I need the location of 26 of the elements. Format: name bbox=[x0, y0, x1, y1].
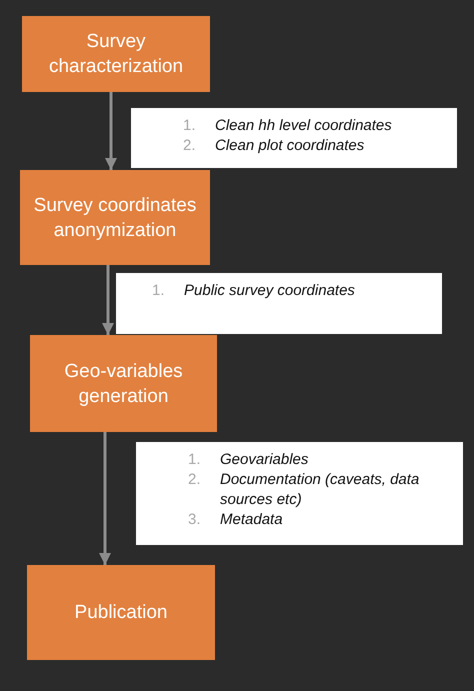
note-box bbox=[116, 273, 442, 334]
process-box bbox=[22, 16, 210, 92]
box-label: Geo-variables generation bbox=[63, 360, 184, 408]
arrow bbox=[105, 92, 117, 170]
list-number: 1. bbox=[188, 450, 202, 470]
note-box bbox=[131, 108, 457, 168]
process-box bbox=[30, 335, 217, 432]
list-number: 2. bbox=[188, 470, 202, 490]
box-label: Survey characterization bbox=[48, 30, 184, 79]
list-item: Documentation (caveats, data sources etc) bbox=[220, 470, 420, 510]
process-box bbox=[20, 170, 210, 265]
list-item: Metadata bbox=[220, 510, 284, 530]
process-box bbox=[27, 565, 215, 660]
arrow bbox=[102, 265, 114, 335]
list-number: 1. bbox=[183, 116, 197, 136]
note-box bbox=[136, 442, 463, 545]
list-number: 3. bbox=[188, 510, 202, 530]
arrow bbox=[99, 432, 111, 565]
list-number: 1. bbox=[152, 281, 166, 301]
list-item: Geovariables bbox=[220, 450, 310, 470]
box-label: Publication bbox=[74, 601, 168, 625]
list-item: Clean plot coordinates bbox=[215, 136, 366, 156]
list-number: 2. bbox=[183, 136, 197, 156]
list-item: Public survey coordinates bbox=[184, 281, 356, 301]
list-item: Clean hh level coordinates bbox=[215, 116, 393, 136]
box-label: Survey coordinates anonymization bbox=[32, 194, 198, 242]
